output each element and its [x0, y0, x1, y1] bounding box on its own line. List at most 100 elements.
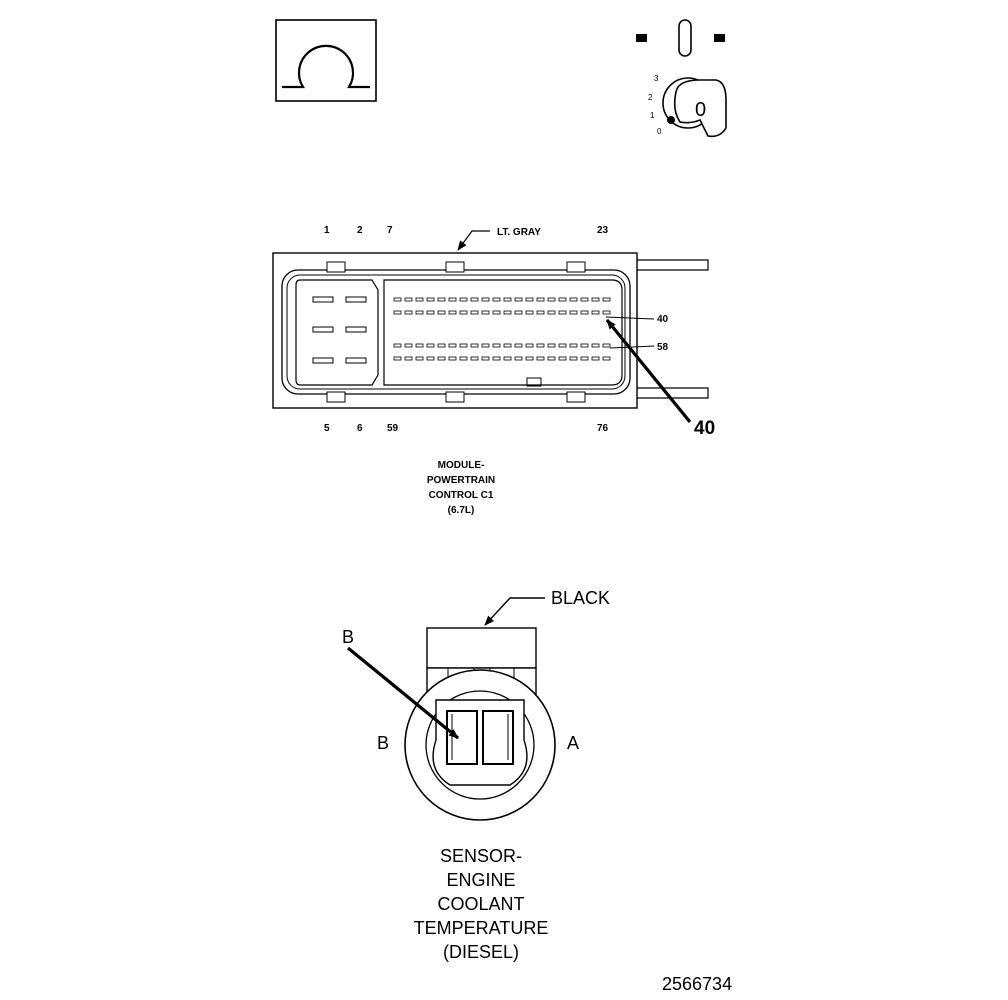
pin-cavity [580, 356, 589, 361]
pin-cavity [393, 343, 402, 348]
pin-cavity [415, 310, 424, 315]
pin-cavity [492, 310, 501, 315]
key-position-3: 3 [654, 74, 659, 83]
pin-cavity [536, 297, 545, 302]
pin-cavity [470, 297, 479, 302]
pin-cavity [503, 297, 512, 302]
pin-label-7: 7 [387, 225, 393, 236]
pin-cavity [448, 356, 457, 361]
sensor-name-line-4: TEMPERATURE [414, 918, 549, 938]
pin-cavity [558, 297, 567, 302]
pin-cavity [404, 310, 413, 315]
pin-cavity [547, 310, 556, 315]
pin-cavity [591, 310, 600, 315]
pin-cavity [459, 297, 468, 302]
pin-cavity [514, 310, 523, 315]
sensor-name-line-3: COOLANT [437, 894, 524, 914]
connector-name-line-4: (6.7L) [448, 505, 475, 516]
ohm-symbol-icon [275, 19, 377, 102]
pin-label-76: 76 [597, 423, 609, 434]
pin-cavity [503, 310, 512, 315]
key-position-0: 0 [657, 127, 662, 136]
pin-label-1: 1 [324, 225, 330, 236]
pin-cavity [536, 356, 545, 361]
pin-cavity [547, 356, 556, 361]
pcm-connector: 1 2 7 23 LT. GRAY 40 [272, 225, 715, 516]
pin-cavity [426, 310, 435, 315]
pin-cavity [591, 343, 600, 348]
pin-cavity [481, 310, 490, 315]
pin-cavity [459, 356, 468, 361]
pin-cavity [470, 356, 479, 361]
pin-cavity [481, 356, 490, 361]
pin-cavity [536, 310, 545, 315]
pin-cavity [393, 297, 402, 302]
key-position-1: 1 [650, 111, 655, 120]
figure-id: 2566734 [662, 974, 732, 994]
pin-cavity [547, 343, 556, 348]
pin-cavity [404, 356, 413, 361]
pin-cavity [580, 343, 589, 348]
connector-name-line-1: MODULE- [438, 460, 485, 471]
pin-callout-40: 40 [694, 418, 715, 439]
pin-cavity [558, 310, 567, 315]
pin-cavity [459, 310, 468, 315]
pin-cavity [547, 297, 556, 302]
pin-cavity [437, 356, 446, 361]
pin-label-23: 23 [597, 225, 609, 236]
signal-pin-rows [393, 297, 611, 361]
connector-name-line-3: CONTROL C1 [429, 490, 494, 501]
pin-label-59: 59 [387, 423, 399, 434]
pin-cavity [514, 356, 523, 361]
pin-cavity [602, 356, 611, 361]
sensor-name-line-2: ENGINE [446, 870, 515, 890]
pin-cavity [525, 297, 534, 302]
pin-cavity [426, 343, 435, 348]
pin-cavity [492, 297, 501, 302]
pin-cavity [503, 343, 512, 348]
pin-cavity [591, 356, 600, 361]
pin-cavity [426, 356, 435, 361]
pin-cavity [426, 297, 435, 302]
pin-cavity [514, 297, 523, 302]
sensor-name-line-5: (DIESEL) [443, 942, 519, 962]
ignition-key-icon: 3 2 1 0 0 [636, 19, 727, 138]
sensor-pin-a: A [567, 733, 579, 753]
pin-cavity [470, 343, 479, 348]
pin-cavity [569, 310, 578, 315]
pin-cavity [415, 297, 424, 302]
pin-cavity [569, 356, 578, 361]
connector-color-label: LT. GRAY [497, 227, 541, 238]
pin-cavity [470, 310, 479, 315]
pin-cavity [437, 297, 446, 302]
pin-cavity [591, 297, 600, 302]
pin-cavity [514, 343, 523, 348]
pin-cavity [437, 343, 446, 348]
pin-cavity [481, 343, 490, 348]
sensor-callout-b: B [342, 627, 354, 647]
pin-cavity [569, 297, 578, 302]
pin-cavity [580, 310, 589, 315]
pin-cavity [492, 343, 501, 348]
pin-cavity [503, 356, 512, 361]
pin-cavity [415, 356, 424, 361]
pin-label-6: 6 [357, 423, 363, 434]
sensor-name-line-1: SENSOR- [440, 846, 522, 866]
pin-cavity [393, 356, 402, 361]
pin-cavity [404, 343, 413, 348]
sensor-color-label: BLACK [551, 588, 610, 608]
pin-label-2: 2 [357, 225, 363, 236]
connector-name-line-2: POWERTRAIN [427, 475, 495, 486]
pin-cavity [393, 310, 402, 315]
pin-cavity [525, 356, 534, 361]
pin-cavity [525, 310, 534, 315]
pin-cavity [569, 343, 578, 348]
sensor-pin-b: B [377, 733, 389, 753]
pin-cavity [525, 343, 534, 348]
pin-cavity [602, 297, 611, 302]
pin-label-5: 5 [324, 423, 330, 434]
pin-label-58: 58 [657, 342, 669, 353]
pin-cavity [448, 310, 457, 315]
pin-cavity [437, 310, 446, 315]
